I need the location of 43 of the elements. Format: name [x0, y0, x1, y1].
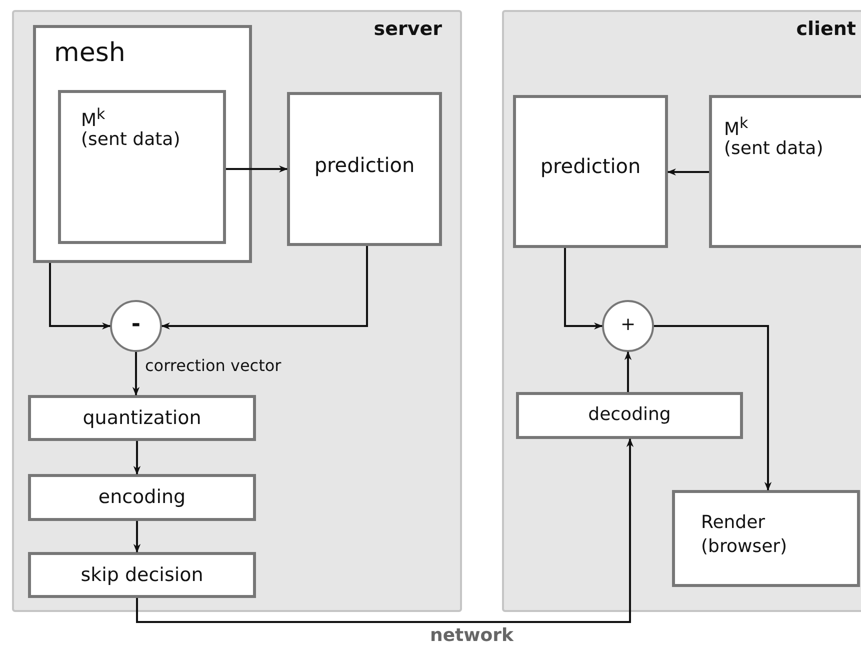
box-label: prediction — [313, 153, 416, 177]
arrow — [132, 352, 140, 396]
client-panel — [502, 10, 861, 612]
box-label: M$^{k}$ — [81, 105, 106, 131]
process-box — [28, 474, 256, 521]
box-label: prediction — [539, 154, 642, 178]
process-box — [28, 395, 256, 441]
arrow — [133, 521, 141, 553]
arrow — [564, 248, 603, 330]
process-box — [28, 552, 256, 598]
box-label: (sent data) — [81, 129, 180, 150]
add-circle — [602, 300, 654, 352]
panel-title: server — [374, 18, 442, 40]
box-title: mesh — [54, 38, 126, 68]
arrow — [667, 168, 709, 176]
arrow — [624, 351, 632, 392]
data-box — [58, 90, 226, 244]
box-label: M$^{k}$ — [724, 114, 748, 140]
arrow — [49, 263, 111, 330]
server-panel — [12, 10, 462, 612]
box-label: decoding — [587, 404, 672, 425]
process-box — [287, 92, 442, 246]
arrow — [226, 165, 288, 173]
operator-symbol: - — [131, 314, 141, 336]
panel-title: client — [796, 18, 856, 40]
mesh-box — [33, 25, 252, 263]
box-label: quantization — [82, 407, 202, 429]
box-label: (sent data) — [724, 138, 824, 159]
arrow — [654, 325, 772, 491]
process-box — [513, 95, 668, 248]
arrow — [136, 438, 634, 623]
arrow — [161, 246, 368, 330]
subtract-circle — [110, 300, 162, 352]
edge-label: correction vector — [145, 356, 282, 375]
box-label: encoding — [97, 486, 187, 508]
output-box — [672, 490, 860, 587]
box-label: skip decision — [80, 564, 204, 586]
box-label: Render (browser) — [701, 511, 788, 560]
arrow — [133, 441, 141, 475]
edge-label: network — [430, 625, 514, 646]
operator-symbol: + — [620, 316, 636, 334]
process-box — [516, 392, 743, 439]
data-box — [709, 95, 861, 248]
